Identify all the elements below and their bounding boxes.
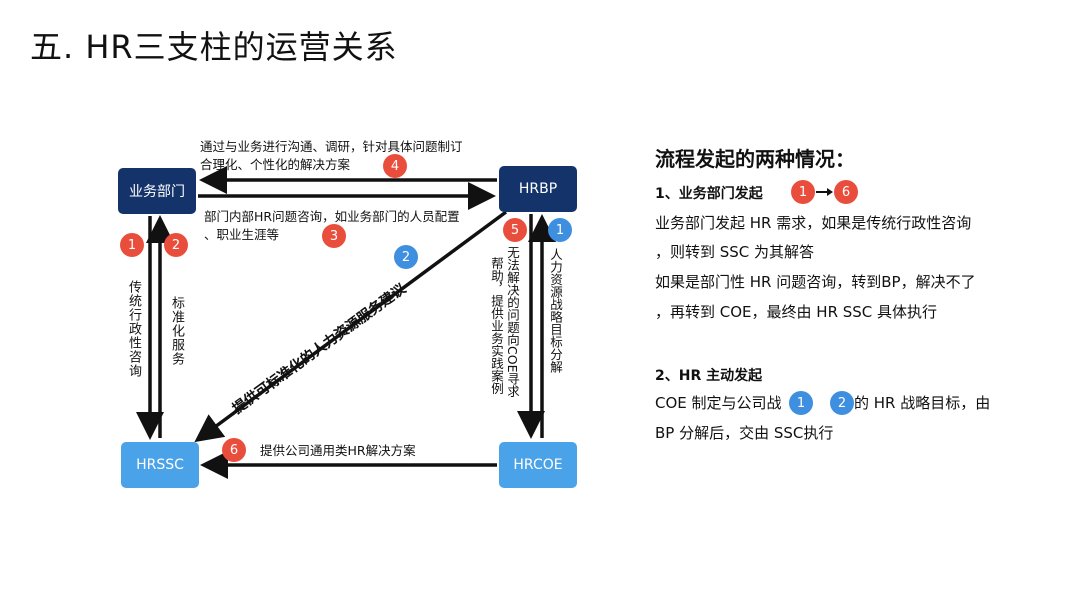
label-bottom: 提供公司通用类HR解决方案 <box>260 443 416 458</box>
arrow-right-icon <box>816 188 833 196</box>
label-left-traditional: 传统行政性咨询 <box>126 280 141 378</box>
case1-line-1: 业务部门发起 HR 需求，如果是传统行政性咨询 <box>655 214 972 232</box>
case1-line-3: 如果是部门性 HR 问题咨询，转到BP，解决不了 <box>655 273 976 291</box>
label-right-help-1: 无法解决的问题向COE寻求 <box>505 246 520 398</box>
badge-4: 4 <box>383 154 407 178</box>
case2-line-2: BP 分解后，交由 SSC执行 <box>655 424 834 442</box>
box-hrbp: HRBP <box>499 166 577 212</box>
label-mid-line1: 部门内部HR问题咨询，如业务部门的人员配置 <box>204 209 460 224</box>
case1-line-2: ，则转到 SSC 为其解答 <box>655 243 815 261</box>
badge-2-diagonal: 2 <box>394 245 418 269</box>
label-top-line2: 合理化、个性化的解决方案 <box>200 157 351 172</box>
case2-badge-1: 1 <box>789 391 813 415</box>
label-right-strategy: 人力资源战略目标分解 <box>548 248 563 373</box>
case2-line-1-pre: COE 制定与公司战 <box>655 394 782 412</box>
case1-badge-to: 6 <box>834 180 858 204</box>
case1-title: 1、业务部门发起 <box>655 186 763 202</box>
arrow-hrbp-to-hrssc <box>194 210 508 443</box>
box-hrcoe: HRCOE <box>499 442 577 488</box>
badge-6: 6 <box>222 438 246 462</box>
label-mid-line2: 、职业生涯等 <box>204 227 280 242</box>
case1-line-4: ，再转到 COE，最终由 HR SSC 具体执行 <box>655 303 938 321</box>
box-business-dept: 业务部门 <box>118 168 196 214</box>
case2-line-1-post: 的 HR 战略目标，由 <box>854 394 991 412</box>
label-left-standard: 标准化服务 <box>169 296 184 366</box>
label-right-help-2: 帮助，提供业务实践案例 <box>489 257 504 395</box>
case1-badge-from: 1 <box>791 180 815 204</box>
badge-1-left: 1 <box>120 233 144 257</box>
badge-2-left: 2 <box>164 233 188 257</box>
badge-5: 5 <box>503 218 527 242</box>
right-heading: 流程发起的两种情况： <box>655 147 855 171</box>
badge-3: 3 <box>322 224 346 248</box>
label-top-line1: 通过与业务进行沟通、调研，针对具体问题制订 <box>200 139 463 154</box>
page-title: 五. HR三支柱的运营关系 <box>30 28 398 66</box>
case2-badge-2: 2 <box>830 391 854 415</box>
badge-1-right: 1 <box>548 218 572 242</box>
case2-title: 2、HR 主动发起 <box>655 368 763 384</box>
box-hrssc: HRSSC <box>121 442 199 488</box>
